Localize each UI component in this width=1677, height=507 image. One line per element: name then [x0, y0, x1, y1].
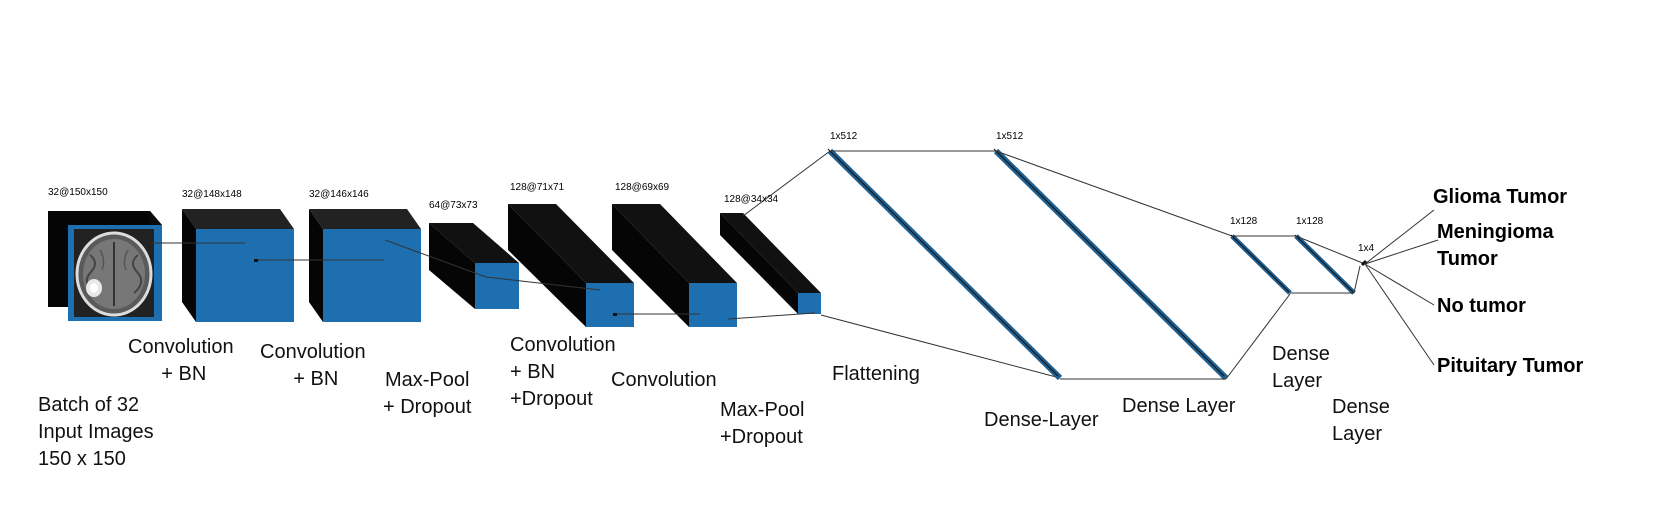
conv2-volume: [258, 209, 421, 322]
dim-dense2: 1x128: [1230, 216, 1258, 227]
flatten-layer: [827, 148, 1063, 381]
dim-out: 1x4: [1358, 243, 1375, 254]
label-conv-bn-dropout: Convolution+ BN+Dropout: [510, 334, 616, 410]
output-layer: [1295, 209, 1439, 366]
dim-pool2: 128@34x34: [724, 194, 779, 205]
label-dense-layer-1: Dense-Layer: [984, 409, 1099, 431]
conv4-volume: [612, 204, 737, 327]
input-volume: [48, 211, 162, 321]
dense-128-layer-a: [1230, 234, 1292, 295]
label-dense-layer-2: Dense Layer: [1122, 395, 1236, 417]
label-maxpool-1: Max-Pool+ Dropout: [383, 369, 472, 418]
dim-input: 32@150x150: [48, 187, 108, 198]
brain-mri-image: [74, 229, 154, 317]
label-conv-bn-1: Convolution+ BN: [128, 336, 234, 385]
dense-128-layer-b: [1294, 234, 1356, 295]
class-pituitary: Pituitary Tumor: [1437, 355, 1584, 377]
class-glioma: Glioma Tumor: [1433, 186, 1568, 208]
label-conv: Convolution: [611, 369, 717, 391]
label-maxpool-2: Max-Pool+Dropout: [720, 399, 805, 448]
pool2-volume: [720, 150, 1061, 379]
label-flattening: Flattening: [832, 363, 920, 385]
conv1-volume: [152, 209, 294, 322]
dim-conv4: 128@69x69: [615, 182, 670, 193]
conv3-volume: [485, 204, 634, 327]
dim-flat: 1x512: [830, 131, 858, 142]
dense-512-layer: [993, 148, 1229, 381]
dim-dense3: 1x128: [1296, 216, 1324, 227]
dim-pool1: 64@73x73: [429, 200, 478, 211]
dim-dense1: 1x512: [996, 131, 1024, 142]
dim-conv2: 32@146x146: [309, 189, 369, 200]
class-no-tumor: No tumor: [1437, 295, 1526, 317]
dim-conv3: 128@71x71: [510, 182, 565, 193]
label-conv-bn-2: Convolution+ BN: [260, 341, 366, 390]
pool1-volume: [384, 223, 519, 309]
dim-conv1: 32@148x148: [182, 189, 242, 200]
